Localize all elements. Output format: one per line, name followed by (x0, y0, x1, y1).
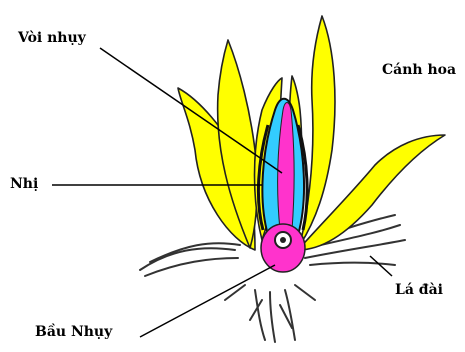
leader-line-style (100, 48, 282, 173)
petals (178, 16, 445, 250)
leader-line-ovary (140, 265, 275, 337)
leader-line-sepal (370, 256, 392, 276)
label-sepal: Lá đài (395, 282, 443, 298)
label-ovary: Bầu Nhụy (35, 324, 112, 340)
ovary-dot-inner (280, 237, 286, 243)
label-stamen: Nhị (10, 176, 38, 192)
label-petal: Cánh hoa (382, 62, 456, 78)
label-style: Vòi nhụy (18, 30, 86, 46)
